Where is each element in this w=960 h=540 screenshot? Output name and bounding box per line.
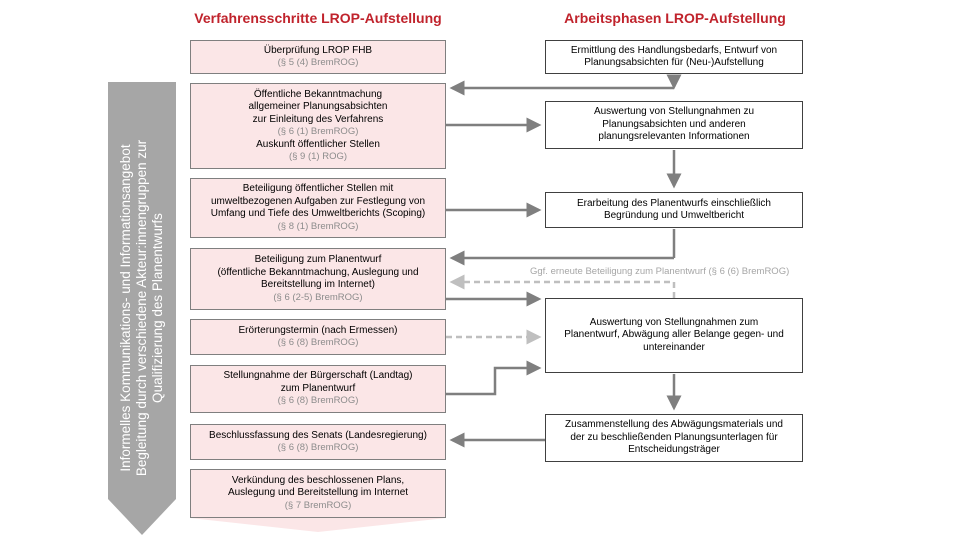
phase-compilation: Zusammenstellung des Abwägungsmaterials …: [545, 414, 803, 462]
step-parliament: Stellungnahme der Bürgerschaft (Landtag)…: [190, 365, 446, 413]
header-left: Verfahrensschritte LROP-Aufstellung: [194, 10, 442, 26]
phase-draft-preparation: Erarbeitung des Planentwurfs einschließl…: [545, 192, 803, 228]
step-participation: Beteiligung zum Planentwurf (öffentliche…: [190, 248, 446, 310]
step-scoping: Beteiligung öffentlicher Stellen mit umw…: [190, 178, 446, 238]
phase-needs-line2: Planungsabsichten für (Neu-)Aufstellung: [584, 57, 764, 68]
step-parliament-line2: zum Planentwurf: [280, 382, 356, 394]
phase-compile-line1: Zusammenstellung des Abwägungsmaterials …: [565, 419, 783, 431]
optional-repeat-note: Ggf. erneute Beteiligung zum Planentwurf…: [530, 266, 790, 277]
step-parliament-line1: Stellungnahme der Bürgerschaft (Landtag): [223, 370, 413, 382]
phase-draft-line1: Erarbeitung des Planentwurfs einschließl…: [577, 197, 771, 209]
phase-eval1-line3: planungsrelevanten Informationen: [598, 131, 750, 143]
phase-evaluation-draft: Auswertung von Stellungnahmen zum Planen…: [545, 298, 803, 373]
phase-eval2-line1: Auswertung von Stellungnahmen zum: [589, 316, 759, 328]
step-announcement-line1: Öffentliche Bekanntmachung: [253, 88, 383, 100]
arrow-step6-to-phase4: [446, 360, 542, 396]
step-review-ref: (§ 5 (4) BremROG): [277, 57, 359, 68]
step-promulgation-line1: Verkündung des beschlossenen Plans,: [231, 474, 405, 486]
phase-needs-line1: Ermittlung des Handlungsbedarfs, Entwurf…: [570, 44, 778, 56]
step-parliament-ref: (§ 6 (8) BremROG): [277, 395, 359, 407]
step-promulgation: Verkündung des beschlossenen Plans, Ausl…: [190, 469, 446, 518]
step-announcement-line2: allgemeiner Planungsabsichten: [248, 101, 388, 112]
phase-evaluation-intentions: Auswertung von Stellungnahmen zu Planung…: [545, 101, 803, 149]
step-promulgation-ref: (§ 7 BremROG): [284, 499, 352, 511]
step-participation-line3: Bereitstellung im Internet): [261, 279, 375, 290]
step-participation-line2: (öffentliche Bekanntmachung, Auslegung u…: [217, 266, 419, 278]
arrow-optional-repeat: [449, 274, 676, 298]
step-scoping-line2: umweltbezogenen Aufgaben zur Festlegung …: [210, 195, 426, 207]
step-scoping-line3: Umfang und Tiefe des Umweltberichts (Sco…: [210, 208, 426, 219]
phase-eval1-line1: Auswertung von Stellungnahmen zu: [593, 106, 755, 118]
side-arrow-shape: [108, 82, 176, 535]
step-review-line1: Überprüfung LROP FHB: [263, 44, 373, 56]
step-review: Überprüfung LROP FHB (§ 5 (4) BremROG): [190, 40, 446, 74]
step-announcement-line4: Auskunft öffentlicher Stellen: [256, 138, 380, 150]
step-senate-ref: (§ 6 (8) BremROG): [277, 442, 359, 453]
step-senate-line1: Beschlussfassung des Senats (Landesregie…: [209, 429, 427, 441]
phase-eval2-line3: untereinander: [643, 341, 705, 353]
phase-draft-line2: Begründung und Umweltbericht: [603, 210, 745, 221]
step-announcement-ref: (§ 6 (1) BremROG): [277, 126, 359, 137]
phase-compile-line3: Entscheidungsträger: [628, 444, 720, 456]
step-scoping-line1: Beteiligung öffentlicher Stellen mit: [242, 183, 394, 194]
step-announcement: Öffentliche Bekanntmachung allgemeiner P…: [190, 83, 446, 169]
phase-eval2-line2: Planentwurf, Abwägung aller Belange gege…: [564, 329, 784, 341]
step-participation-line1: Beteiligung zum Planentwurf: [254, 254, 382, 265]
header-right: Arbeitsphasen LROP-Aufstellung: [564, 10, 786, 26]
step-senate: Beschlussfassung des Senats (Landesregie…: [190, 424, 446, 460]
step-promulgation-line2: Auslegung und Bereitstellung im Internet: [227, 487, 409, 499]
phase-needs-assessment: Ermittlung des Handlungsbedarfs, Entwurf…: [545, 40, 803, 74]
phase-compile-line2: der zu beschließenden Planungsunterlagen…: [570, 431, 778, 443]
phase-eval1-line2: Planungsabsichten und anderen: [602, 118, 746, 130]
step-scoping-ref: (§ 8 (1) BremROG): [277, 220, 359, 232]
step-taper: [190, 518, 446, 532]
step-hearing-line1: Erörterungstermin (nach Ermessen): [238, 324, 398, 336]
step-participation-ref: (§ 6 (2-5) BremROG): [273, 291, 363, 303]
step-announcement-ref2: (§ 9 (1) ROG): [288, 151, 348, 162]
step-hearing-ref: (§ 6 (8) BremROG): [277, 337, 359, 348]
step-announcement-line3: zur Einleitung des Verfahrens: [252, 113, 384, 125]
step-hearing: Erörterungstermin (nach Ermessen) (§ 6 (…: [190, 319, 446, 355]
